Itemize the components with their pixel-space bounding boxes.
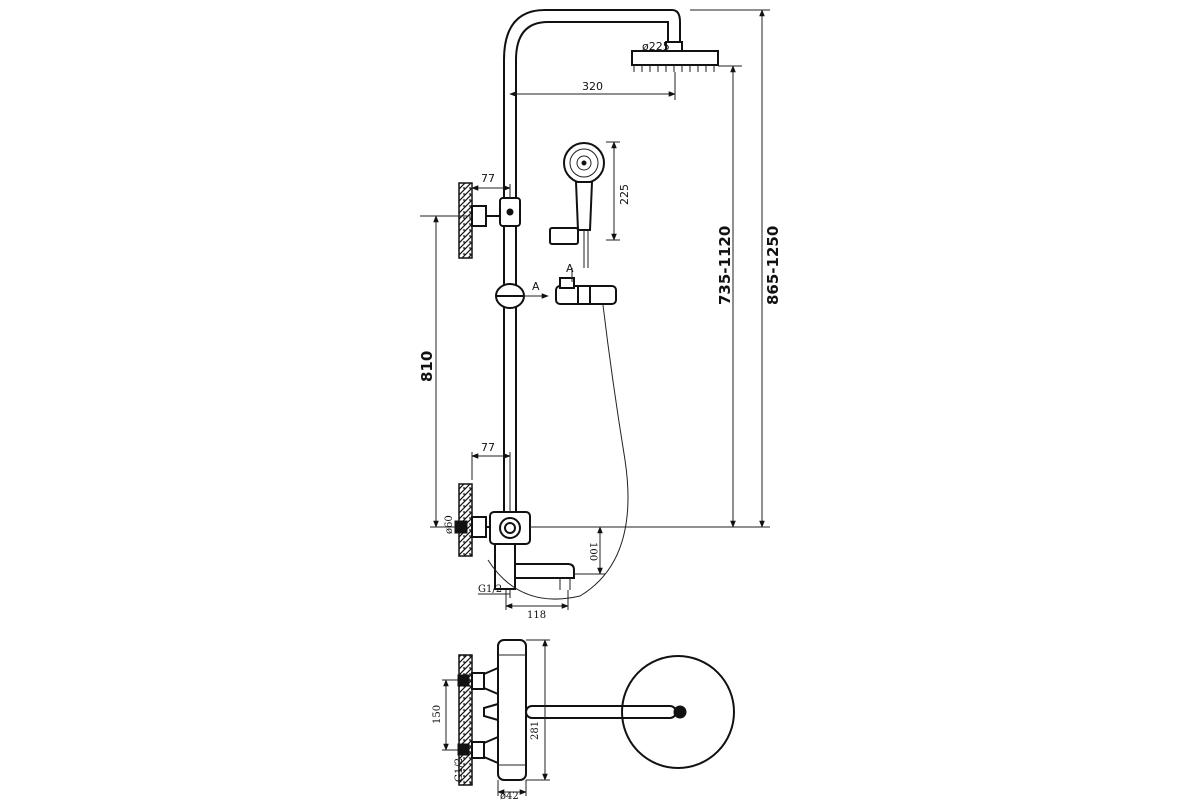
handshower-length-label: 225	[618, 184, 631, 205]
bottom-inlet-spacing-label: 150	[432, 705, 443, 724]
thermostatic-mixer-side	[494, 543, 575, 590]
holder-view-a	[555, 268, 617, 305]
mixer-diameter-label: ø42	[500, 791, 519, 800]
wall-section-lower	[458, 483, 473, 557]
spout-length-label: 118	[527, 610, 546, 621]
dim-arm-length	[509, 72, 676, 100]
dim-wall-offset-top	[471, 184, 511, 198]
head-height-label: 735-1120	[716, 226, 734, 305]
mixer-height-label: 281	[530, 721, 541, 740]
view-marker-label: A	[566, 262, 574, 275]
wall-offset-bottom-label: 77	[481, 441, 495, 454]
head-diameter-label: ø225	[642, 40, 670, 53]
hand-shower	[549, 142, 605, 268]
connector-diameter-label: ø60	[444, 515, 455, 534]
total-height-label: 865-1250	[764, 226, 782, 305]
bottom-inlet-thread-label: G1/2	[454, 758, 465, 782]
dim-mixer-height	[526, 639, 550, 781]
dim-rail-spacing	[430, 215, 455, 528]
wall-offset-top-label: 77	[481, 172, 495, 185]
slider-holder	[495, 283, 549, 309]
dim-head-height	[600, 65, 742, 528]
rain-shower-head	[631, 41, 719, 72]
dim-total-height	[690, 9, 770, 528]
shower-hose	[487, 304, 629, 600]
spout-drop-label: 100	[587, 542, 598, 561]
arm-length-label: 320	[582, 80, 603, 93]
dim-spout-length	[505, 590, 569, 610]
dim-inlet-thread-pointer	[478, 589, 511, 598]
dim-wall-offset-bottom	[471, 452, 511, 512]
mixer-top-view	[457, 639, 735, 781]
wall-section-upper	[458, 182, 473, 259]
section-marker-label: A	[532, 280, 540, 293]
dim-spout-drop	[574, 526, 605, 575]
dim-mixer-diameter	[497, 780, 527, 796]
dim-handshower-length	[606, 141, 620, 241]
lower-wall-bracket	[454, 511, 600, 545]
rail-spacing-label: 810	[418, 351, 436, 382]
dim-bottom-inlet-spacing	[442, 679, 458, 751]
inlet-thread-label: G1/2	[478, 584, 502, 595]
